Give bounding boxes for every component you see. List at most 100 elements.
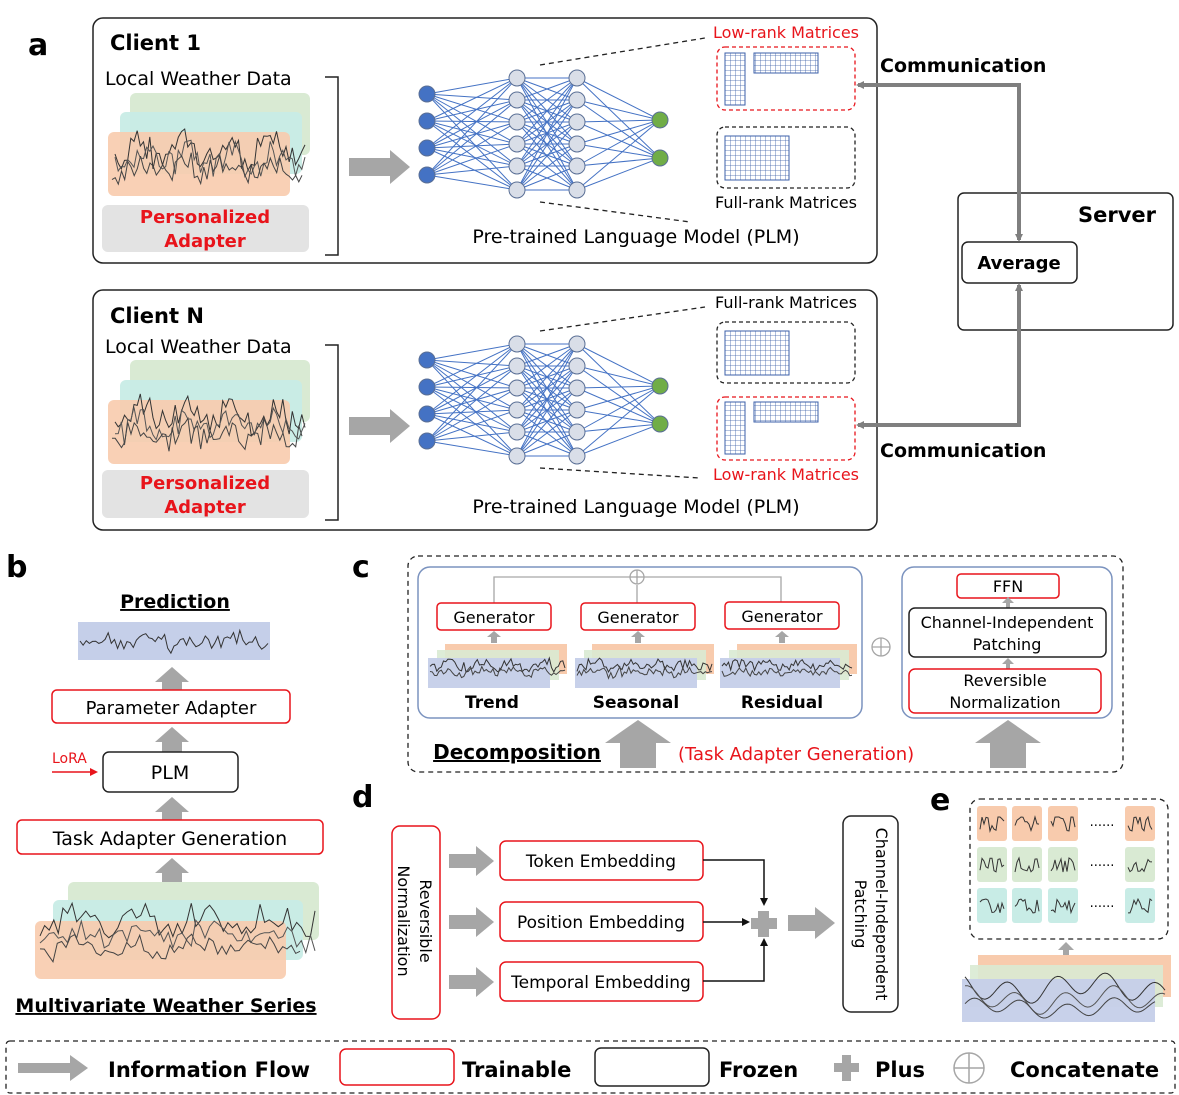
generator-seasonal: [580, 602, 696, 631]
cip-line-1: Channel-Independent: [872, 828, 891, 1001]
network-node: [568, 157, 586, 175]
generator-label: Generator: [597, 608, 679, 627]
residual-series: [720, 644, 857, 688]
client-1-title: Client 1: [110, 31, 201, 55]
client-n-title: Client N: [110, 304, 204, 328]
network-node: [651, 149, 669, 167]
series-card-orange: [35, 921, 286, 979]
network-node: [508, 335, 526, 353]
network-node: [568, 69, 586, 87]
low-rank-matrices: [716, 46, 856, 111]
decomposition-label: Decomposition: [433, 740, 601, 764]
information-flow-arrow-icon: [18, 1055, 88, 1081]
network-node: [508, 423, 526, 441]
network-node: [508, 157, 526, 175]
plus-icon: [751, 911, 777, 937]
client-n-box: Client N Local Weather Data Personalized…: [92, 289, 878, 531]
adapter-line-1: Personalized: [140, 207, 270, 228]
patch-grid-container: [969, 798, 1169, 940]
seasonal-label: Seasonal: [593, 693, 679, 713]
network-node: [418, 166, 436, 184]
multivariate-series-label: Multivariate Weather Series: [15, 995, 316, 1017]
communication-top: Communication: [880, 55, 1046, 77]
seasonal-series: [575, 644, 714, 688]
network-node: [568, 335, 586, 353]
rn-line-2: Normalization: [949, 693, 1060, 712]
rn-line-1: Reversible: [963, 671, 1046, 690]
full-rank-matrices: [716, 126, 856, 189]
patch-cell: [1012, 847, 1042, 882]
plm-label: Pre-trained Language Model (PLM): [472, 496, 799, 518]
residual-label: Residual: [741, 693, 823, 713]
server-box: Server Average: [957, 192, 1174, 331]
plm-network-n: [418, 335, 669, 465]
low-rank-label: Low-rank Matrices: [713, 23, 859, 42]
cip-line-2: Patching: [851, 880, 870, 949]
dots-row-1: ......: [1090, 815, 1115, 830]
patch-cell: [1048, 888, 1078, 923]
low-rank-matrices: [716, 396, 856, 461]
network-node: [508, 91, 526, 109]
flow-arrow: [975, 720, 1041, 768]
parameter-adapter-label: Parameter Adapter: [86, 698, 257, 719]
network-node: [508, 113, 526, 131]
network-node: [651, 415, 669, 433]
full-rank-matrices: [716, 321, 856, 384]
patch-cell: [1125, 806, 1155, 841]
patching-box: [901, 566, 1113, 719]
panel-a-label: a: [28, 28, 48, 63]
legend-container: [5, 1040, 1176, 1094]
patch-cell: [1048, 847, 1078, 882]
network-node: [418, 432, 436, 450]
legend-frozen: Frozen: [719, 1058, 798, 1082]
plm-box: [102, 751, 239, 793]
flow-arrow: [349, 150, 410, 184]
network-node: [651, 111, 669, 129]
legend-trainable: Trainable: [462, 1058, 571, 1082]
full-rank-label: Full-rank Matrices: [715, 293, 857, 312]
trainable-swatch: [339, 1048, 455, 1086]
decomposition-box: [417, 566, 863, 719]
network-node: [568, 113, 586, 131]
network-node: [568, 447, 586, 465]
communication-arrow-bottom: [856, 285, 1021, 429]
rn-line-2: Normalization: [394, 865, 413, 976]
patch-grid: [977, 806, 1155, 923]
adapter-line-2: Adapter: [164, 231, 246, 252]
full-rank-label: Full-rank Matrices: [715, 193, 857, 212]
panel-c-label: c: [352, 550, 370, 585]
cip-line-2: Patching: [973, 635, 1042, 654]
plm-network-1: [418, 69, 669, 199]
patch-cell: [1125, 847, 1155, 882]
generator-label: Generator: [453, 608, 535, 627]
communication-arrow-top: [856, 81, 1021, 240]
network-node: [651, 377, 669, 395]
network-node: [418, 378, 436, 396]
network-node: [508, 401, 526, 419]
trend-series: [428, 644, 567, 688]
patch-cell: [977, 847, 1007, 882]
network-node: [508, 181, 526, 199]
low-rank-label: Low-rank Matrices: [713, 465, 859, 484]
flow-arrow: [605, 720, 671, 768]
network-node: [418, 112, 436, 130]
task-adapter-generation-label: Task Adapter Generation: [52, 828, 287, 850]
patch-cell: [1012, 806, 1042, 841]
network-node: [508, 69, 526, 87]
panel-c-container: [407, 555, 1124, 773]
parameter-adapter-box: [51, 689, 291, 724]
network-node: [418, 405, 436, 423]
network-node: [568, 379, 586, 397]
average-label: Average: [977, 253, 1060, 274]
generator-trend: [436, 602, 552, 631]
dots-row-3: ......: [1090, 896, 1115, 911]
patch-cell: [977, 888, 1007, 923]
network-node: [508, 447, 526, 465]
patch-cell: [1048, 806, 1078, 841]
task-adapter-generation-box: [16, 819, 324, 855]
patch-cell: [977, 806, 1007, 841]
frozen-swatch: [594, 1047, 710, 1087]
network-node: [568, 91, 586, 109]
legend-plus: Plus: [875, 1058, 925, 1082]
patch-cell: [1125, 888, 1155, 923]
